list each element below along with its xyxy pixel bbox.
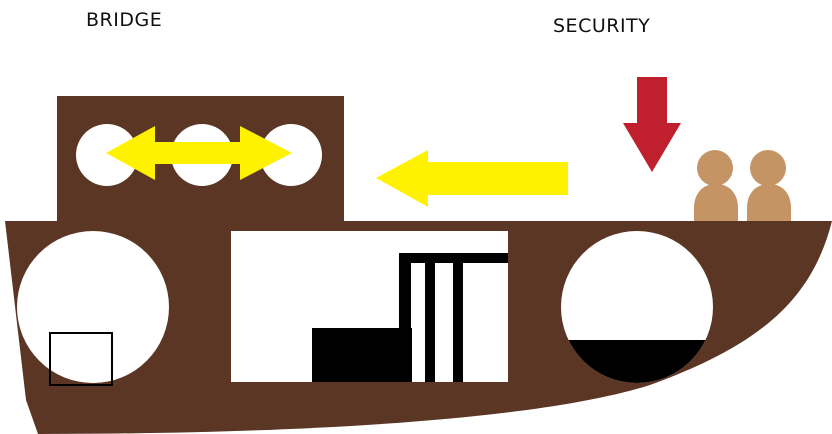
crane-leg	[399, 253, 411, 382]
double-arrow-icon	[106, 126, 292, 180]
hull-porthole-left	[17, 231, 169, 383]
bridge-window	[260, 124, 322, 186]
cargo-block	[312, 328, 412, 382]
bridge-label: BRIDGE	[86, 9, 163, 31]
person-icon	[747, 150, 791, 221]
bridge-window	[76, 124, 138, 186]
security-label: SECURITY	[553, 15, 651, 37]
cargo-box	[49, 332, 113, 386]
arrow-down-icon	[623, 77, 681, 172]
crane-leg	[425, 263, 435, 382]
crane-beam	[399, 253, 508, 263]
crane-leg	[453, 263, 463, 382]
arrow-left-icon	[376, 150, 568, 207]
person-icon	[694, 150, 738, 221]
